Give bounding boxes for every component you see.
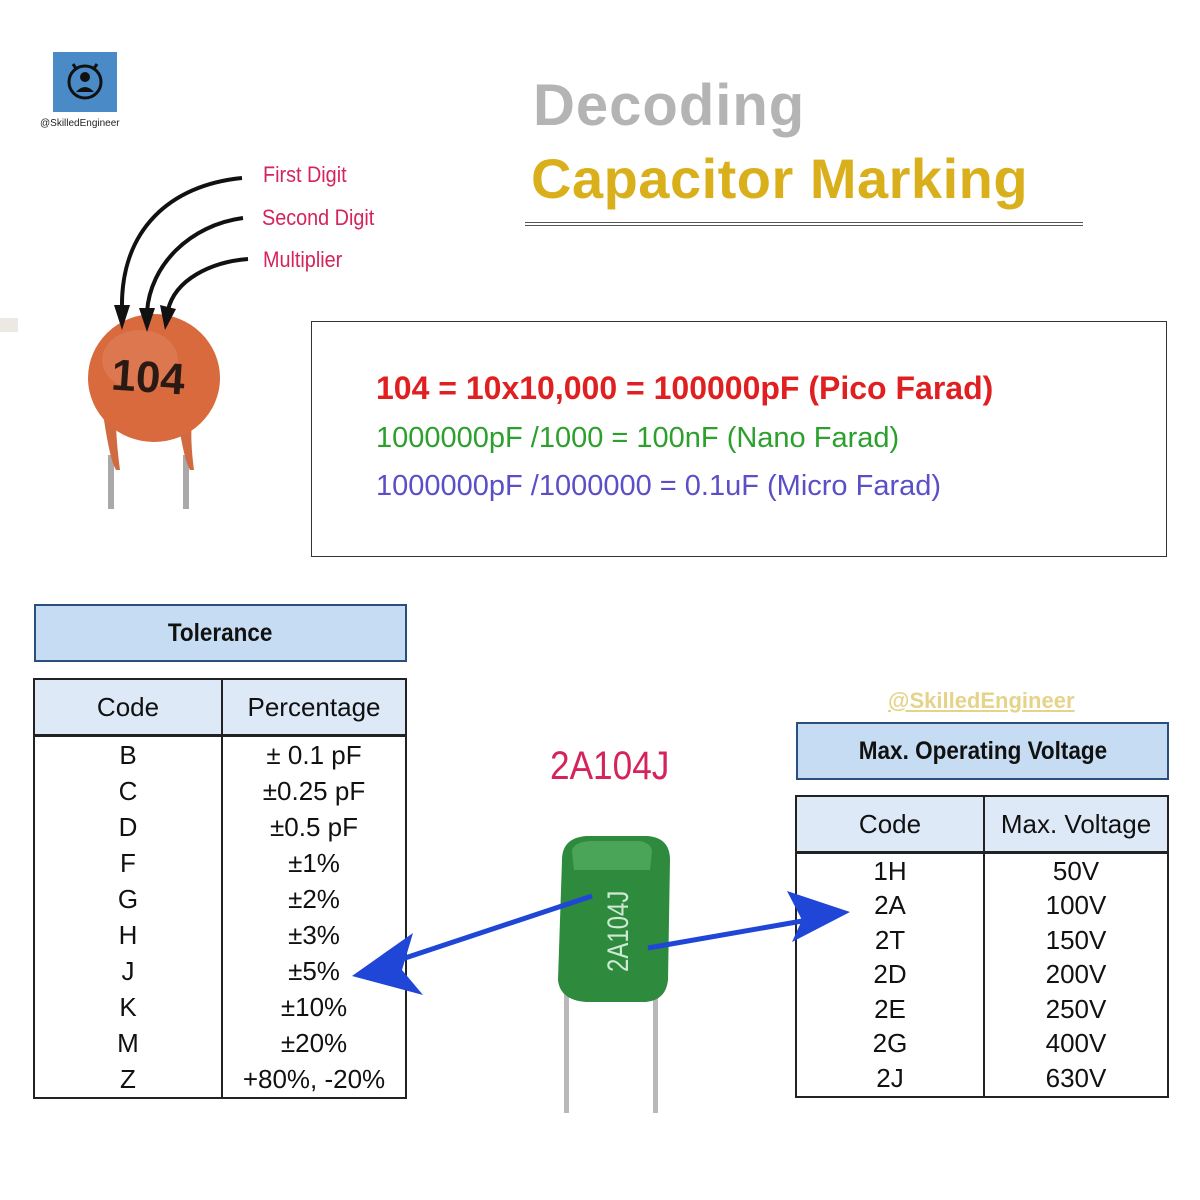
tolerance-percentage-cell: ±2% [221,881,407,917]
tolerance-code-cell: J [33,953,223,989]
tolerance-code-cell: F [33,845,223,881]
table-header-row: Code Percentage [33,678,407,737]
voltage-value-cell: 50V [983,852,1169,889]
table-row: G±2% [33,881,407,917]
voltage-code-cell: 2D [795,957,985,992]
arrow-to-voltage [647,917,809,951]
arrow-to-tolerance [389,893,593,966]
table-row: K±10% [33,989,407,1025]
voltage-value-cell: 200V [983,957,1169,992]
tolerance-percentage-cell: ± 0.1 pF [221,735,407,773]
ceramic-lead-right [183,455,189,509]
table-header-row: Code Max. Voltage [795,795,1169,854]
title-line-1: Decoding [533,73,806,138]
column-header-code: Code [33,678,223,737]
tolerance-percentage-cell: ±10% [221,989,407,1025]
voltage-value-cell: 150V [983,923,1169,958]
ceramic-disc [88,314,220,442]
column-header-percentage: Percentage [221,678,407,737]
table-row: F±1% [33,845,407,881]
tolerance-code-cell: D [33,809,223,845]
multiplier-label: Multiplier [263,247,343,272]
formula-micro: 1000000pF /1000000 = 0.1uF (Micro Farad) [376,470,942,502]
film-capacitor-code: 2A104J [550,744,670,788]
second-digit-label: Second Digit [262,205,375,230]
voltage-title: Max. Operating Voltage [858,736,1107,765]
film-lead-left [564,985,569,1113]
table-row: Z+80%, -20% [33,1061,407,1098]
title-underline [525,222,1083,226]
background-smudge [0,318,18,332]
voltage-code-cell: 2E [795,992,985,1027]
ceramic-lead-left [108,455,114,509]
table-row: J±5% [33,953,407,989]
tolerance-code-cell: K [33,989,223,1025]
voltage-code-cell: 1H [795,852,985,889]
first-digit-arrow [119,176,243,311]
formula-box [311,321,1167,557]
engineer-icon [67,63,103,100]
film-body-marking: 2A104J [600,891,634,972]
table-row: D±0.5 pF [33,809,407,845]
table-row: C±0.25 pF [33,773,407,809]
voltage-value-cell: 630V [983,1061,1169,1097]
voltage-code-cell: 2J [795,1061,985,1097]
tolerance-percentage-cell: ±5% [221,953,407,989]
brand-handle: @SkilledEngineer [40,118,120,129]
voltage-header: Max. Operating Voltage [796,722,1169,780]
tolerance-code-cell: M [33,1025,223,1061]
ceramic-marking: 104 [110,351,187,405]
film-capacitor-body [558,836,670,1002]
tolerance-code-cell: H [33,917,223,953]
table-row: M±20% [33,1025,407,1061]
voltage-code-cell: 2T [795,923,985,958]
tolerance-percentage-cell: ±0.5 pF [221,809,407,845]
tolerance-percentage-cell: +80%, -20% [221,1061,407,1098]
voltage-value-cell: 100V [983,888,1169,923]
tolerance-percentage-cell: ±20% [221,1025,407,1061]
formula-pico: 104 = 10x10,000 = 100000pF (Pico Farad) [376,370,994,406]
column-header-max-voltage: Max. Voltage [983,795,1169,854]
tolerance-percentage-cell: ±3% [221,917,407,953]
table-row: B± 0.1 pF [33,735,407,773]
second-digit-arrow [145,216,244,313]
tolerance-header: Tolerance [34,604,407,662]
tolerance-title: Tolerance [168,618,273,647]
column-header-code: Code [795,795,985,854]
table-row: H±3% [33,917,407,953]
voltage-value-cell: 400V [983,1026,1169,1061]
voltage-code-cell: 2A [795,888,985,923]
brand-logo [53,52,117,112]
tolerance-code-cell: C [33,773,223,809]
title-line-2: Capacitor Marking [531,147,1029,210]
tolerance-percentage-cell: ±1% [221,845,407,881]
multiplier-arrow [166,257,249,311]
first-digit-label: First Digit [263,162,347,187]
watermark: @SkilledEngineer [888,688,1075,713]
formula-nano: 1000000pF /1000 = 100nF (Nano Farad) [376,422,900,454]
tolerance-code-cell: G [33,881,223,917]
tolerance-code-cell: B [33,735,223,773]
film-lead-right [653,985,658,1113]
tolerance-percentage-cell: ±0.25 pF [221,773,407,809]
voltage-code-cell: 2G [795,1026,985,1061]
tolerance-code-cell: Z [33,1061,223,1098]
voltage-value-cell: 250V [983,992,1169,1027]
